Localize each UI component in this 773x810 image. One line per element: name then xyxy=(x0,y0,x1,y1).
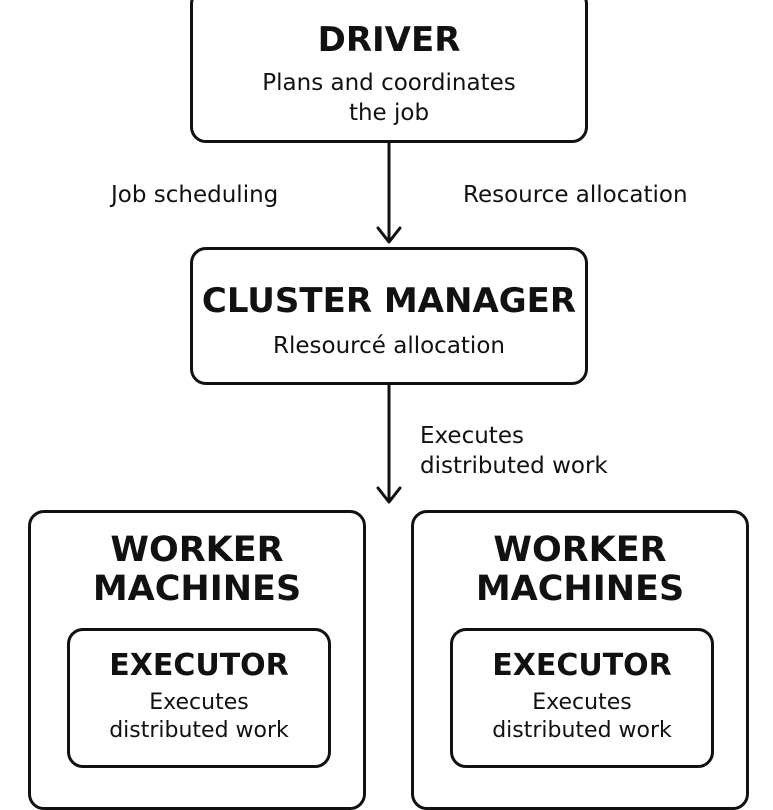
executor-title: EXECUTOR xyxy=(492,648,672,683)
cluster-manager-description: Rlesourcé allocation xyxy=(273,333,505,360)
cluster-manager-box: CLUSTER MANAGER Rlesourcé allocation xyxy=(190,247,588,385)
executes-work-label: Executes distributed work xyxy=(420,422,608,482)
executor-title: EXECUTOR xyxy=(109,648,289,683)
executor-description-line-1: Executes xyxy=(149,689,249,715)
executor-description-line-2: distributed work xyxy=(109,718,289,744)
executor-box: EXECUTOR Executes distributed work xyxy=(67,628,331,768)
executor-box: EXECUTOR Executes distributed work xyxy=(450,628,714,768)
worker-title-line-2: MACHINES xyxy=(92,569,302,610)
driver-to-cluster-arrowhead xyxy=(376,226,402,244)
connector-arrows xyxy=(376,141,402,504)
driver-title: DRIVER xyxy=(317,20,461,60)
worker-machines-box-left: WORKER MACHINES EXECUTOR Executes distri… xyxy=(28,510,366,810)
driver-description: Plans and coordinates the job xyxy=(193,69,585,129)
job-scheduling-label: Job scheduling xyxy=(111,182,279,208)
cluster-to-workers-arrowhead xyxy=(376,486,402,504)
cluster-manager-title: CLUSTER MANAGER xyxy=(201,281,577,321)
worker-title-line-2: MACHINES xyxy=(475,569,685,610)
driver-description-line-2: the job xyxy=(348,99,430,126)
resource-allocation-label: Resource allocation xyxy=(463,182,688,208)
executor-description-line-2: distributed work xyxy=(492,718,672,744)
worker-title-line-1: WORKER xyxy=(110,530,284,570)
executor-description-line-1: Executes xyxy=(532,689,632,715)
executes-work-label-line-1: Executes xyxy=(420,423,524,449)
worker-machines-box-right: WORKER MACHINES EXECUTOR Executes distri… xyxy=(411,510,749,810)
worker-title: WORKER MACHINES xyxy=(31,530,363,610)
executor-description: Executes distributed work xyxy=(70,689,328,746)
executor-description: Executes distributed work xyxy=(453,689,711,746)
driver-box: DRIVER Plans and coordinates the job xyxy=(190,0,588,143)
worker-title-line-1: WORKER xyxy=(493,530,667,570)
driver-description-line-1: Plans and coordinates xyxy=(262,70,516,97)
worker-title: WORKER MACHINES xyxy=(414,530,746,610)
executes-work-label-line-2: distributed work xyxy=(420,452,608,479)
